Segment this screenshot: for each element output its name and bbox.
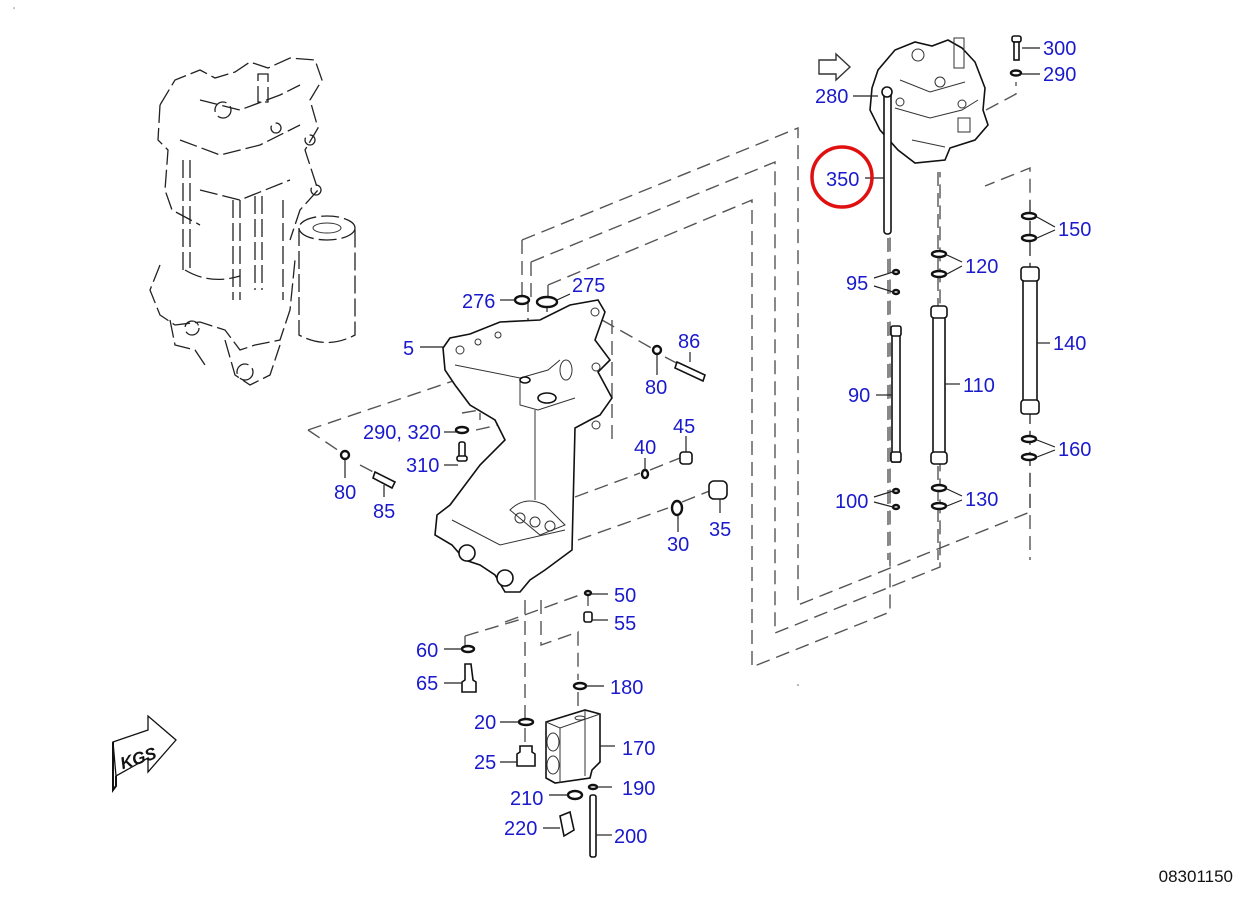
callout-90[interactable]: 90 xyxy=(848,385,870,407)
callout-190[interactable]: 190 xyxy=(622,778,655,800)
tubes-group xyxy=(890,211,1040,511)
callout-170[interactable]: 170 xyxy=(622,738,655,760)
callout-110[interactable]: 110 xyxy=(963,375,995,397)
callout-350[interactable]: 350 xyxy=(826,169,859,191)
callout-86[interactable]: 86 xyxy=(678,331,700,353)
callout-130[interactable]: 130 xyxy=(965,489,998,511)
bolt-300 xyxy=(1009,35,1023,77)
callout-50[interactable]: 50 xyxy=(614,585,636,607)
callout-300[interactable]: 300 xyxy=(1043,38,1076,60)
callout-95[interactable]: 95 xyxy=(846,273,868,295)
callout-120[interactable]: 120 xyxy=(965,256,998,278)
highlight-circle xyxy=(810,145,874,209)
callout-290-320[interactable]: 290, 320 xyxy=(363,422,441,444)
main-bracket xyxy=(434,299,613,593)
callout-280[interactable]: 280 xyxy=(815,86,848,108)
callout-85[interactable]: 85 xyxy=(373,501,395,523)
callout-40[interactable]: 40 xyxy=(634,437,656,459)
callout-35[interactable]: 35 xyxy=(709,519,731,541)
callout-180[interactable]: 180 xyxy=(610,677,643,699)
callout-275[interactable]: 275 xyxy=(572,275,605,297)
callout-276[interactable]: 276 xyxy=(462,291,495,313)
engine-reference-ghost xyxy=(149,57,356,386)
callout-140[interactable]: 140 xyxy=(1053,333,1086,355)
callout-60[interactable]: 60 xyxy=(416,640,438,662)
document-number: 08301150 xyxy=(1158,867,1233,886)
callout-80-right[interactable]: 80 xyxy=(645,377,667,399)
callout-55[interactable]: 55 xyxy=(614,613,636,635)
callout-210[interactable]: 210 xyxy=(510,788,543,810)
direction-arrow-icon xyxy=(818,52,852,82)
callout-80-left[interactable]: 80 xyxy=(334,482,356,504)
callout-290[interactable]: 290 xyxy=(1043,64,1076,86)
callout-45[interactable]: 45 xyxy=(673,416,695,438)
callout-25[interactable]: 25 xyxy=(474,752,496,774)
kgs-arrow-icon: KGS xyxy=(112,714,177,793)
callout-labels: 300 290 280 350 150 120 95 140 90 110 16… xyxy=(334,38,1091,848)
callout-310[interactable]: 310 xyxy=(406,455,439,477)
callout-200[interactable]: 200 xyxy=(614,826,647,848)
small-parts xyxy=(339,294,728,858)
callout-5[interactable]: 5 xyxy=(403,338,414,360)
callout-30[interactable]: 30 xyxy=(667,534,689,556)
callout-20[interactable]: 20 xyxy=(474,712,496,734)
oil-pump-housing xyxy=(869,37,989,235)
callout-150[interactable]: 150 xyxy=(1058,219,1091,241)
callout-220[interactable]: 220 xyxy=(504,818,537,840)
callout-65[interactable]: 65 xyxy=(416,673,438,695)
callout-100[interactable]: 100 xyxy=(835,491,868,513)
callout-160[interactable]: 160 xyxy=(1058,439,1091,461)
leader-lines xyxy=(344,47,1056,836)
